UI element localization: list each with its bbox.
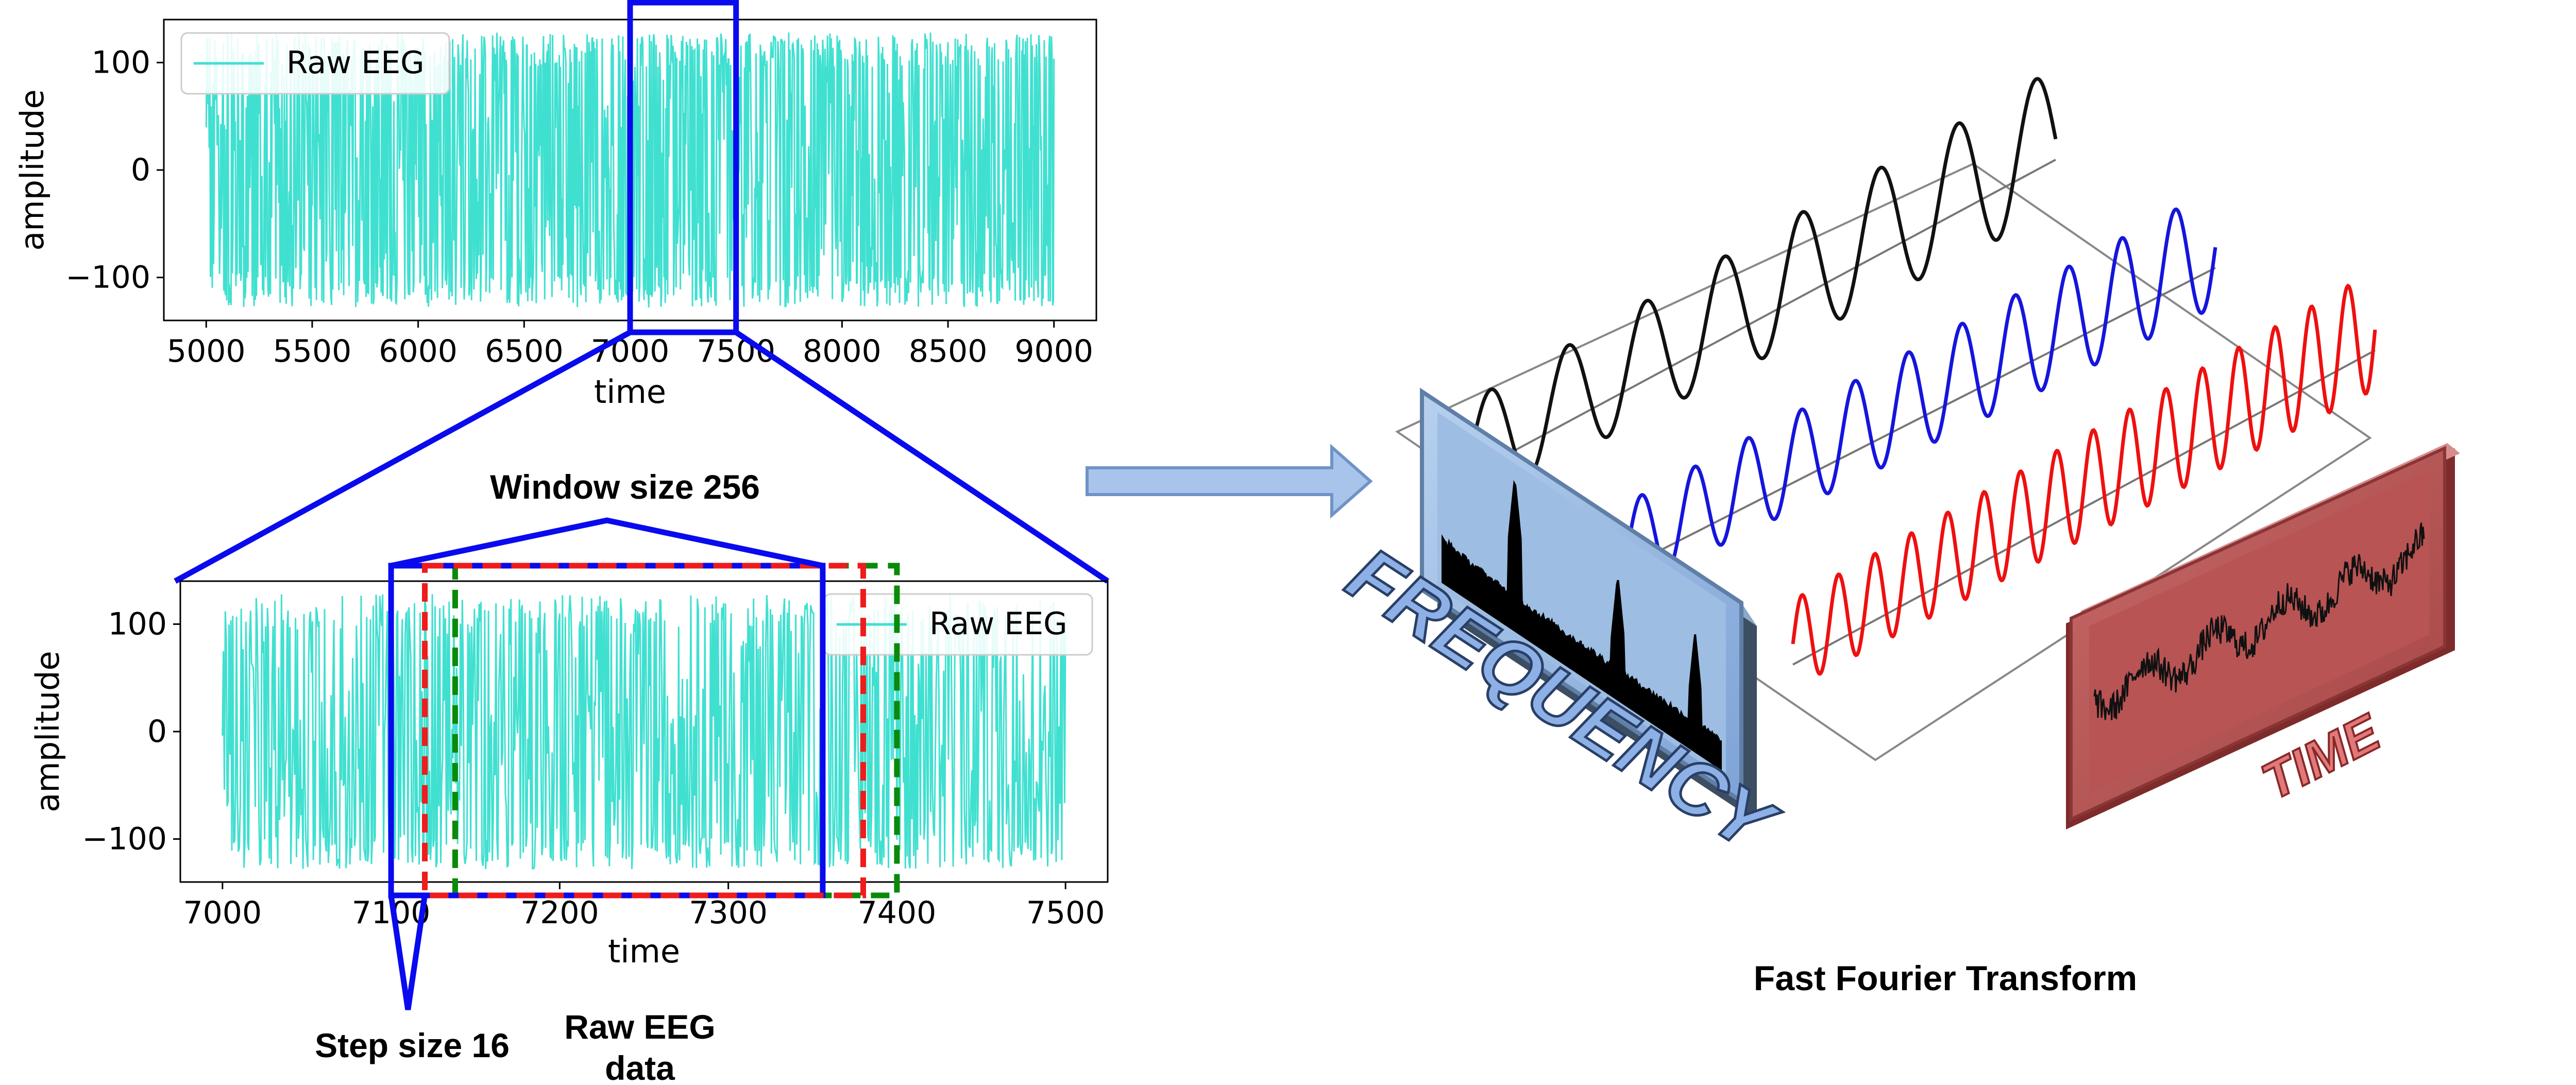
top-x-tick-label: 6500: [485, 333, 564, 369]
top-x-tick-label: 5000: [167, 333, 246, 369]
bottom-x-tick-label: 7400: [858, 895, 937, 931]
bottom-x-axis-label: time: [608, 933, 680, 970]
frequency-spectrum: [1442, 480, 1722, 771]
step-window-red: [422, 563, 866, 898]
top-x-tick-label: 8000: [803, 333, 882, 369]
top-y-tick-label: −100: [65, 260, 150, 296]
top-x-tick-label: 8500: [909, 333, 988, 369]
top-y-tick-label: 0: [131, 152, 150, 188]
bottom-x-tick-label: 7000: [183, 895, 262, 931]
top-x-tick-label: 6000: [379, 333, 457, 369]
top-legend-label: Raw EEG: [286, 45, 425, 81]
bottom-x-tick-label: 7200: [520, 895, 599, 931]
time-signal: [2093, 522, 2425, 720]
top-x-tick-label: 5500: [273, 333, 352, 369]
top-x-tick-label: 9000: [1014, 333, 1093, 369]
bottom-y-tick-label: 0: [147, 714, 167, 750]
bottom-x-tick-label: 7300: [689, 895, 768, 931]
top-legend: Raw EEG: [180, 32, 450, 95]
raw-eeg-data-label-line1: Raw EEG: [564, 1008, 715, 1046]
fft-title: Fast Fourier Transform: [1754, 959, 2137, 998]
fft-wave: [1469, 77, 2058, 479]
bottom-y-tick-label: −100: [82, 821, 167, 857]
bottom-legend-label: Raw EEG: [929, 606, 1067, 642]
transform-arrow: [1086, 444, 1373, 519]
top-y-axis-label: amplitude: [13, 89, 51, 250]
zoom-line-right: [734, 330, 1110, 584]
step-size-label: Step size 16: [315, 1026, 510, 1064]
fft-wave: [1626, 207, 2217, 573]
bottom-y-axis-label: amplitude: [29, 651, 66, 812]
fft-waves: [1469, 77, 2377, 676]
top-y-tick-label: 100: [91, 44, 150, 80]
top-x-tick-label: 7000: [591, 333, 670, 369]
top-highlight-window: [627, 0, 739, 335]
top-x-axis-label: time: [594, 373, 666, 411]
bottom-plot-frame: [179, 580, 1109, 883]
frequency-panel: [1420, 387, 1757, 822]
bottom-legend: Raw EEG: [823, 593, 1093, 656]
time-panel: [2066, 443, 2460, 829]
fft-illustration: FREQUENCY TIME: [1332, 77, 2460, 872]
fft-wave-rail: [1792, 349, 2376, 666]
fft-wave-rail: [1628, 267, 2216, 568]
fft-wave-rail: [1470, 159, 2056, 475]
bottom-x-tick-label: 7500: [1026, 895, 1105, 931]
step-size-pointer: [388, 895, 428, 1010]
window-size-bracket: [390, 517, 824, 569]
bottom-eeg-signal: [222, 594, 1066, 870]
fft-wave: [1791, 283, 2377, 676]
raw-eeg-data-label-line2: data: [605, 1049, 675, 1085]
window-size-label: Window size 256: [490, 468, 760, 506]
bottom-y-tick-label: 100: [108, 606, 167, 642]
zoom-line-left: [174, 330, 632, 584]
